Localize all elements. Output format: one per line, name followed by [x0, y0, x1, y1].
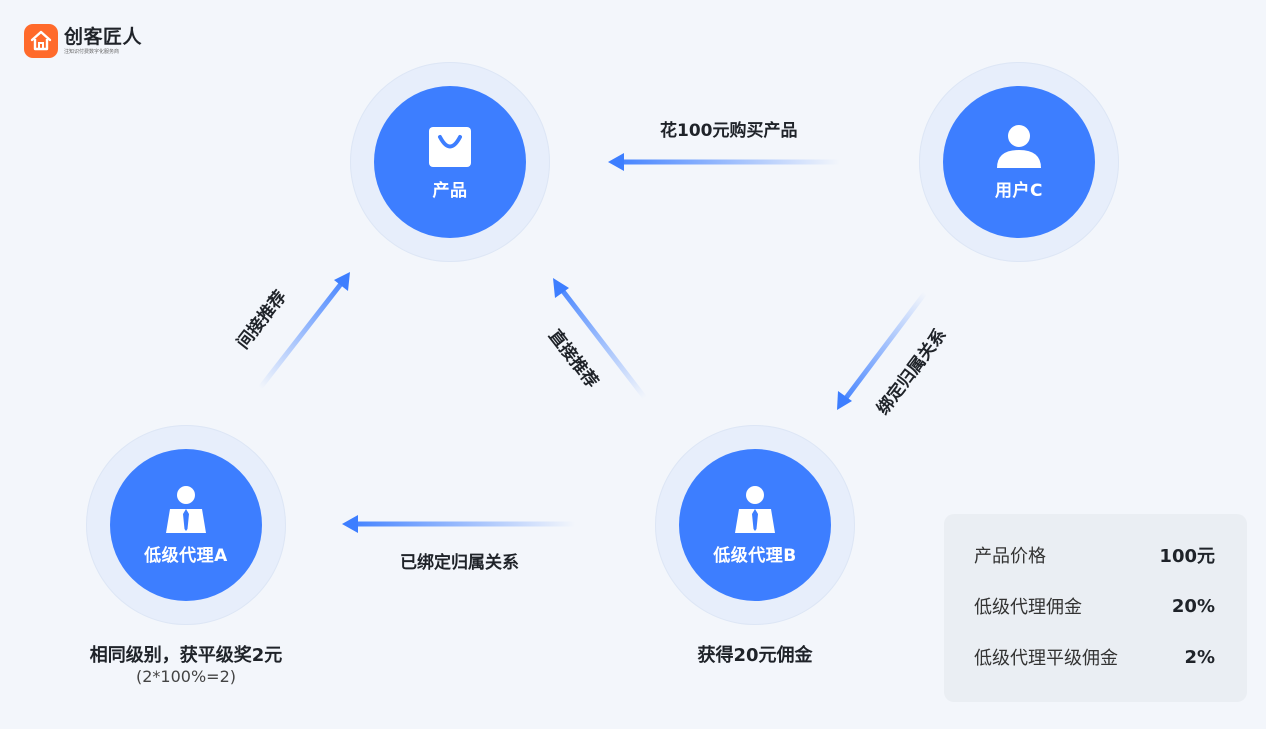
node-label-product: 产品	[432, 180, 468, 201]
brand-name: 创客匠人	[64, 25, 143, 48]
arrowhead-bind	[837, 391, 852, 410]
shopping-bag-icon	[429, 126, 471, 167]
panel-row-price: 产品价格 100元	[974, 540, 1215, 570]
panel-label-peer-commission: 低级代理平级佣金	[974, 648, 1118, 669]
caption-agent-b: 获得20元佣金	[697, 645, 813, 666]
info-panel: 产品价格 100元 低级代理佣金 20% 低级代理平级佣金 2%	[944, 514, 1247, 702]
node-label-agent-b: 低级代理B	[713, 545, 797, 566]
agent-tie-icon	[735, 485, 775, 533]
panel-row-peer-commission: 低级代理平级佣金 2%	[974, 642, 1215, 672]
caption-agent-a-formula: (2*100%=2)	[136, 667, 236, 686]
brand-slogan: 注知识付费数字化服务商	[64, 48, 120, 55]
node-agent-a: 低级代理A	[86, 425, 286, 625]
arrow-direct	[557, 284, 647, 400]
panel-row-agent-commission: 低级代理佣金 20%	[974, 591, 1215, 621]
caption-agent-a: 相同级别，获平级奖2元	[89, 645, 283, 666]
arrowhead-bound	[342, 515, 358, 533]
node-label-agent-a: 低级代理A	[144, 545, 228, 566]
edge-label-buy: 花100元购买产品	[660, 121, 798, 141]
node-agent-b: 低级代理B	[655, 425, 855, 625]
user-icon	[997, 124, 1041, 168]
arrowhead-direct	[553, 278, 569, 298]
node-user-c: 用户C	[919, 62, 1119, 262]
brand-logo: 创客匠人 注知识付费数字化服务商	[24, 24, 142, 58]
panel-label-price: 产品价格	[974, 546, 1046, 567]
edge-label-bound: 已绑定归属关系	[400, 553, 519, 573]
arrowhead-indirect	[334, 272, 350, 291]
agent-tie-icon	[166, 485, 206, 533]
arrow-bind	[841, 291, 927, 404]
node-label-user-c: 用户C	[995, 180, 1043, 201]
panel-label-agent-commission: 低级代理佣金	[974, 597, 1082, 618]
node-product: 产品	[350, 62, 550, 262]
panel-value-peer-commission: 2%	[1184, 646, 1215, 668]
panel-value-agent-commission: 20%	[1171, 595, 1215, 617]
house-logo-icon	[24, 24, 58, 58]
arrow-indirect	[258, 278, 346, 390]
panel-value-price: 100元	[1159, 546, 1215, 567]
arrowhead-buy	[608, 153, 624, 171]
